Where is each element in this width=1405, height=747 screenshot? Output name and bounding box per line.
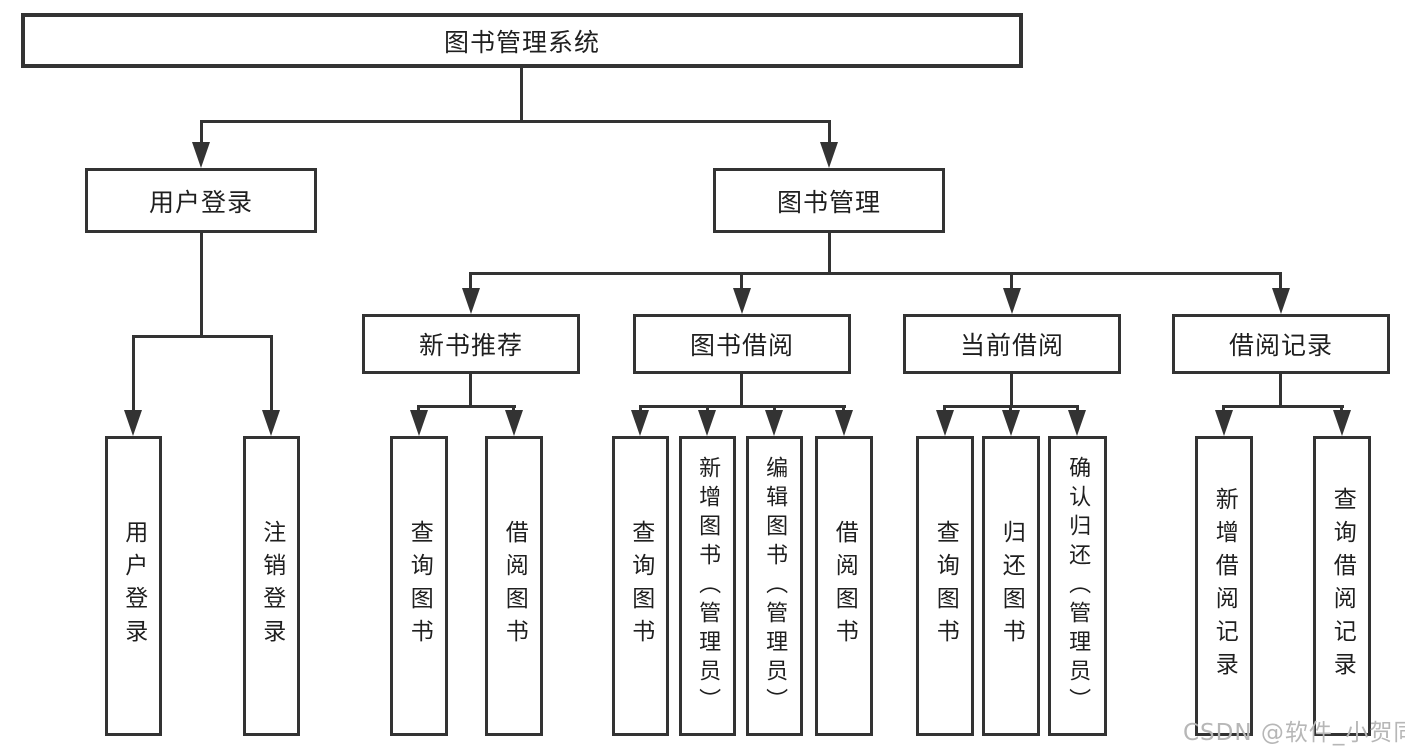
leaf-label: 新增借阅记录	[1211, 487, 1238, 685]
arrowhead-leaf	[262, 410, 280, 436]
leaf-query-borrow-record: 查询借阅记录	[1313, 436, 1371, 736]
connector-leaf-bus	[1222, 405, 1344, 408]
leaf-edit-books-admin: 编辑图书（管理员）	[746, 436, 803, 736]
arrowhead-group	[733, 288, 751, 314]
connector-drop-leaf	[1340, 405, 1343, 413]
leaf-label: 注销登录	[258, 520, 285, 652]
node-book-borrowing: 图书借阅	[633, 314, 851, 374]
arrowhead-user-login	[192, 142, 210, 168]
leaf-label: 确认归还（管理员）	[1065, 455, 1091, 717]
leaf-label: 归还图书	[998, 520, 1025, 652]
connector-drop-leaf	[512, 405, 515, 413]
arrowhead-leaf	[505, 410, 523, 436]
arrowhead-group	[462, 288, 480, 314]
connector-root-trunk	[520, 68, 523, 120]
connector-drop-leaf	[943, 405, 946, 413]
connector-drop-leaf	[1076, 405, 1079, 413]
arrowhead-group	[1003, 288, 1021, 314]
leaf-add-books-admin: 新增图书（管理员）	[679, 436, 736, 736]
leaf-query-books: 查询图书	[916, 436, 974, 736]
connector-drop-leaf	[1009, 405, 1012, 413]
arrowhead-leaf	[1068, 410, 1086, 436]
connector-level2-bus	[200, 120, 831, 123]
arrowhead-leaf	[698, 410, 716, 436]
connector-drop-book-management	[828, 120, 831, 146]
connector-group-trunk	[469, 374, 472, 405]
leaf-user-login: 用户登录	[105, 436, 162, 736]
connector-drop-leaf	[270, 335, 273, 413]
node-new-book-recommend: 新书推荐	[362, 314, 580, 374]
arrowhead-leaf	[631, 410, 649, 436]
leaf-confirm-return-admin: 确认归还（管理员）	[1048, 436, 1107, 736]
leaf-label: 查询图书	[627, 520, 654, 652]
leaf-query-books: 查询图书	[612, 436, 669, 736]
connector-drop-leaf	[132, 335, 135, 413]
leaf-borrow-books: 借阅图书	[815, 436, 873, 736]
node-book-management: 图书管理	[713, 168, 945, 233]
connector-user-login-bus	[132, 335, 273, 338]
connector-book-management-trunk	[828, 233, 831, 272]
arrowhead-leaf	[1215, 410, 1233, 436]
arrowhead-leaf	[124, 410, 142, 436]
leaf-return-books: 归还图书	[982, 436, 1040, 736]
leaf-borrow-books: 借阅图书	[485, 436, 543, 736]
leaf-label: 查询图书	[406, 520, 433, 652]
connector-drop-leaf	[1222, 405, 1225, 413]
connector-drop-group	[1010, 272, 1013, 292]
connector-drop-group	[740, 272, 743, 292]
arrowhead-group	[1272, 288, 1290, 314]
leaf-query-books: 查询图书	[390, 436, 448, 736]
connector-drop-group	[1279, 272, 1282, 292]
node-borrowing-records: 借阅记录	[1172, 314, 1390, 374]
connector-drop-user-login	[200, 120, 203, 146]
connector-drop-leaf	[842, 405, 845, 413]
node-current-borrowing: 当前借阅	[903, 314, 1121, 374]
arrowhead-book-management	[820, 142, 838, 168]
arrowhead-leaf	[936, 410, 954, 436]
leaf-label: 用户登录	[120, 520, 147, 652]
connector-drop-leaf	[773, 405, 776, 413]
node-user-login: 用户登录	[85, 168, 317, 233]
leaf-add-borrow-record: 新增借阅记录	[1195, 436, 1253, 736]
leaf-label: 借阅图书	[831, 520, 858, 652]
arrowhead-leaf	[1002, 410, 1020, 436]
connector-group-trunk	[1010, 374, 1013, 405]
connector-drop-leaf	[639, 405, 642, 413]
connector-leaf-bus	[639, 405, 846, 408]
node-library-management-system: 图书管理系统	[21, 13, 1023, 68]
connector-drop-leaf	[706, 405, 709, 413]
connector-group-trunk	[1279, 374, 1282, 405]
leaf-label: 查询借阅记录	[1329, 487, 1356, 685]
arrowhead-leaf	[410, 410, 428, 436]
leaf-label: 借阅图书	[501, 520, 528, 652]
leaf-label: 编辑图书（管理员）	[762, 455, 788, 717]
leaf-label: 查询图书	[932, 520, 959, 652]
csdn-watermark: CSDN @软件_小贺同学	[1183, 720, 1405, 746]
arrowhead-leaf	[765, 410, 783, 436]
connector-user-login-trunk	[200, 233, 203, 335]
connector-group-trunk	[740, 374, 743, 405]
leaf-logout: 注销登录	[243, 436, 300, 736]
connector-leaf-bus	[417, 405, 516, 408]
leaf-label: 新增图书（管理员）	[695, 455, 721, 717]
connector-drop-group	[469, 272, 472, 292]
connector-drop-leaf	[417, 405, 420, 413]
arrowhead-leaf	[1333, 410, 1351, 436]
arrowhead-leaf	[835, 410, 853, 436]
connector-level3-bus	[470, 272, 1282, 275]
